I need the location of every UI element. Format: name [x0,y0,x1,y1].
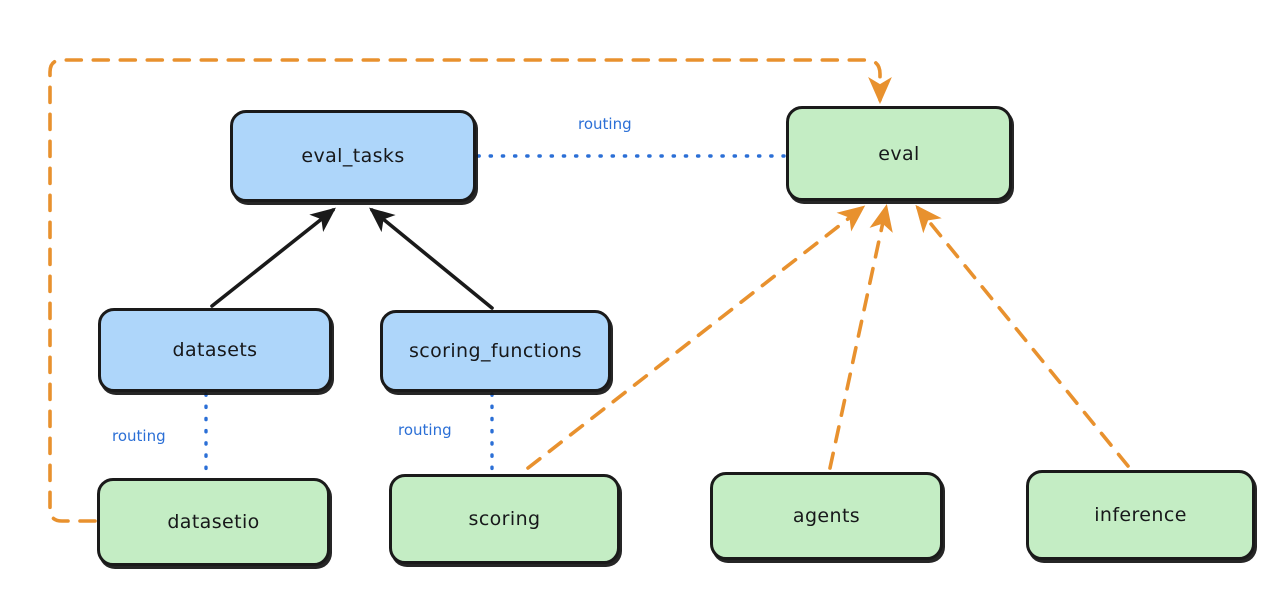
node-eval-tasks[interactable]: eval_tasks [230,110,476,202]
node-datasets[interactable]: datasets [98,308,332,392]
edge-scoring-to-eval [526,205,866,470]
node-scoring-functions[interactable]: scoring_functions [380,310,611,392]
node-datasetio[interactable]: datasetio [97,478,330,566]
node-label-agents: agents [792,505,861,527]
edge-scoring-functions-to-eval-tasks [369,207,494,310]
node-label-eval-tasks: eval_tasks [301,145,405,167]
edge-datasets-to-eval-tasks [210,207,336,308]
node-label-scoring-functions: scoring_functions [409,340,582,362]
node-agents[interactable]: agents [710,472,943,560]
node-scoring[interactable]: scoring [389,474,620,564]
node-label-datasets: datasets [172,339,258,361]
edge-inference-to-eval [915,204,1130,468]
node-label-inference: inference [1094,504,1187,526]
edge-label-routing-scoring-functions-scoring: routing [398,421,452,439]
node-label-datasetio: datasetio [167,511,260,533]
node-label-scoring: scoring [468,508,541,530]
node-label-eval: eval [878,142,920,165]
edge-datasetio-to-eval [48,58,892,523]
node-inference[interactable]: inference [1026,470,1255,560]
node-eval[interactable]: eval [786,106,1012,201]
edge-agents-to-eval [828,204,893,470]
edge-label-routing-datasets-datasetio: routing [112,427,166,445]
edge-label-routing-eval-tasks-eval: routing [578,115,632,133]
